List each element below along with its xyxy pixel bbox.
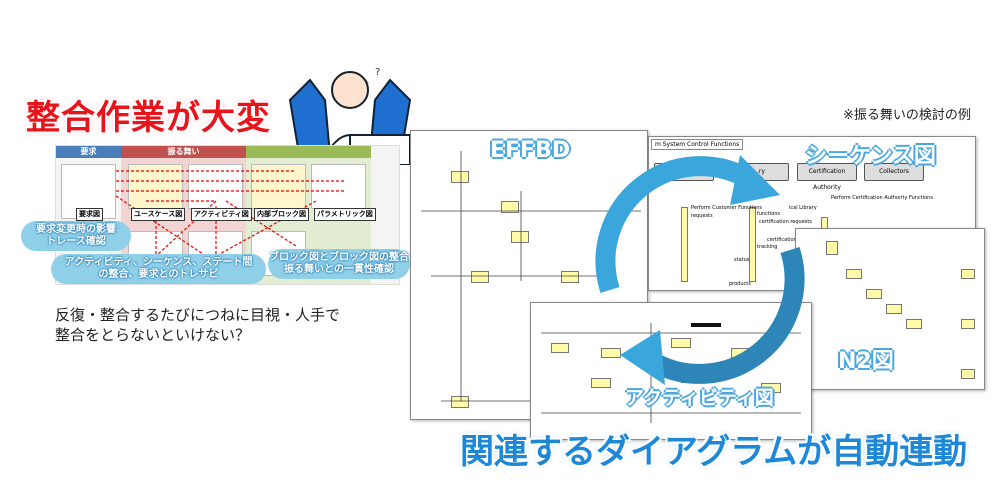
label-activity-diagram: アクティビティ図: [191, 208, 252, 221]
msg: ical Library: [789, 205, 817, 211]
label-ibd: 内部ブロック図: [254, 208, 309, 221]
msg: requests: [691, 213, 713, 219]
header-behavior: 振る舞い: [121, 146, 246, 158]
activity-label: アクティビティ図: [625, 387, 774, 409]
msg: products: [729, 281, 751, 287]
example-note: ※振る舞いの検討の例: [843, 108, 971, 123]
msg: tracking: [757, 244, 778, 250]
headline: 整合作業が大変: [26, 98, 271, 138]
svg-text:?: ?: [375, 67, 380, 78]
msg: Perform Certification Authority Function…: [831, 195, 933, 201]
lifeline-collectors: Collectors: [864, 163, 924, 181]
problem-line-1: 反復・整合するたびにつねに目視・人手で: [55, 306, 341, 324]
label-requirement-diagram: 要求図: [76, 208, 103, 221]
n2-label: N2図: [838, 349, 894, 374]
problem-text: 反復・整合するたびにつねに目視・人手で 整合をとらないといけない？: [55, 305, 340, 345]
msg: status: [734, 257, 750, 263]
conclusion-text: 関連するダイアグラムが自動連動: [460, 432, 968, 472]
label-usecase-diagram: ユースケース図: [131, 208, 186, 221]
sequence-label: シーケンス図: [805, 144, 936, 169]
callout-behavior-consistency: アクティビティ、シーケンス、ステート間 の整合、要求とのトレサビ: [51, 254, 266, 284]
header-structure: [246, 146, 371, 158]
cycle-arrows-icon: [595, 155, 805, 385]
problem-line-2: 整合をとらないといけない？: [55, 326, 251, 344]
traceability-slide: 要求 振る舞い 要求図 ユースケース図 アクティビティ図 内部ブロック図 パラメ…: [21, 145, 410, 285]
callout-block-consistency: ブロック図とブロック図の整合 振る舞いとの一貫性確認: [268, 249, 410, 279]
msg: certification: [767, 237, 797, 243]
header-requirements: 要求: [56, 146, 121, 158]
lifeline-certification-authority: Certification Authority: [797, 163, 857, 191]
msg: functions: [757, 211, 781, 217]
effbd-label: EFFBD: [490, 138, 571, 163]
msg: Perform Customer Functions: [691, 205, 762, 211]
sequence-frame-title: m System Control Functions: [651, 139, 744, 150]
callout-requirement-trace: 要求変更時の影響 トレース確認: [21, 221, 131, 251]
label-parametric: パラメトリック図: [314, 208, 376, 221]
msg: certification requests: [759, 219, 812, 225]
trace-arrows: [115, 170, 346, 257]
